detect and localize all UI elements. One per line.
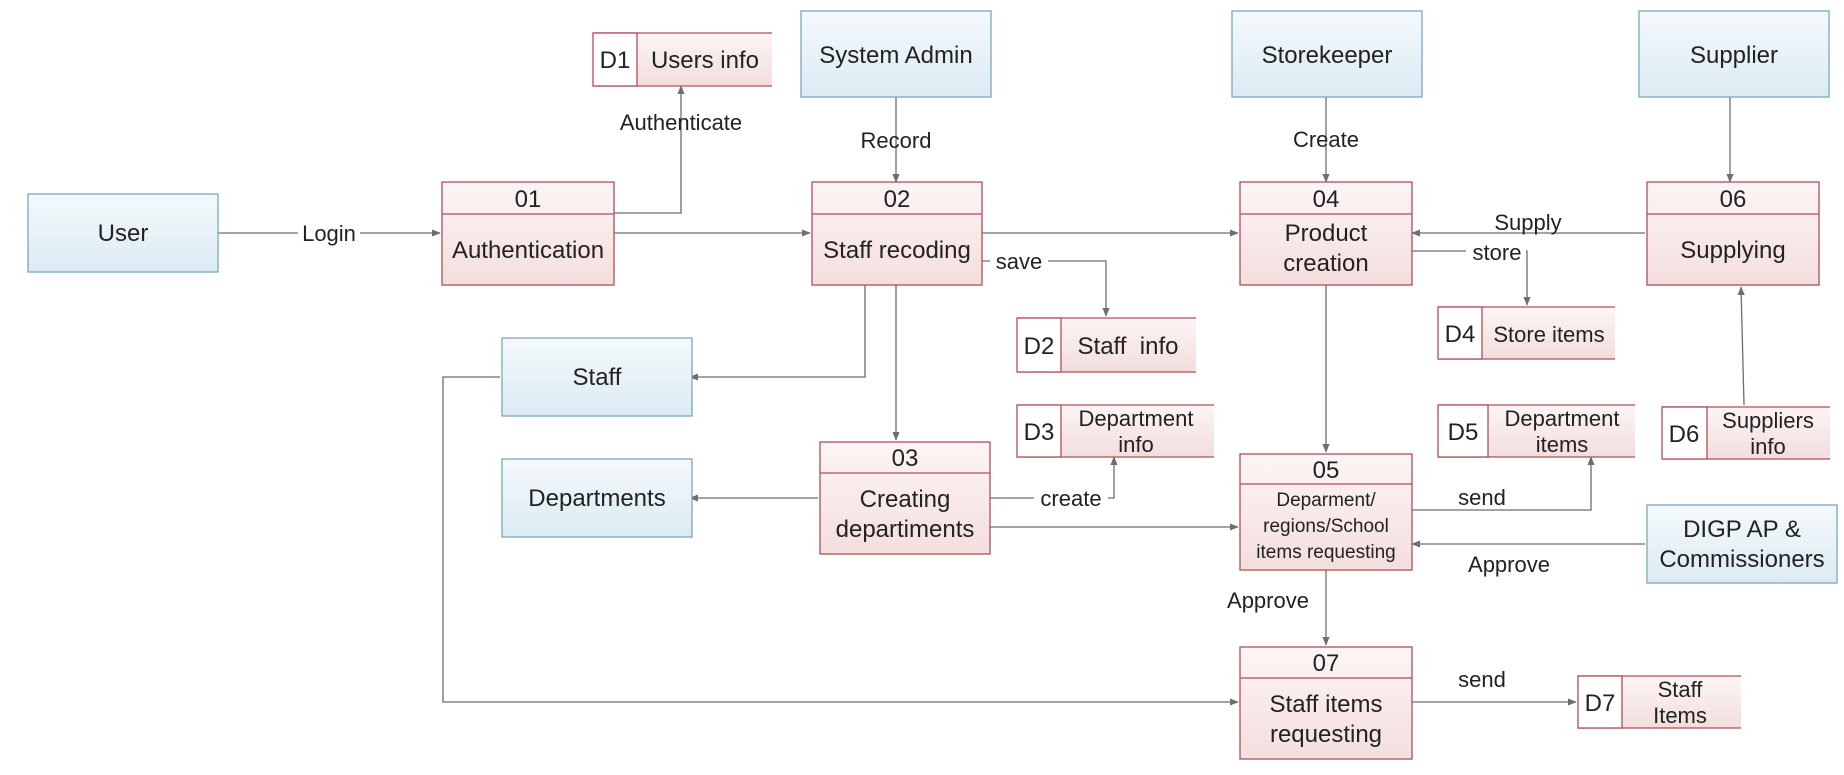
entity-supplier: Supplier — [1638, 10, 1830, 98]
entity-user: User — [27, 193, 219, 273]
flow-creating-departments-to-department-info — [990, 456, 1118, 499]
datastore-d7-staff-items: D7 Staff Items — [1577, 675, 1741, 729]
svg-text:Supplying: Supplying — [1680, 237, 1785, 264]
flow-staff-to-staff-items-requesting — [442, 376, 1239, 706]
svg-text:info: info — [1750, 434, 1785, 459]
svg-text:D3: D3 — [1024, 419, 1055, 446]
entity-storekeeper: Storekeeper — [1231, 10, 1423, 98]
svg-text:Staff: Staff — [1658, 677, 1704, 702]
flow-label-approve: Approve — [1227, 588, 1309, 613]
flow-label-supply: Supply — [1494, 210, 1561, 235]
svg-text:Department: Department — [1505, 406, 1620, 431]
datastore-d2-staff-info: D2 Staff info — [1016, 317, 1196, 373]
svg-text:creation: creation — [1283, 250, 1368, 277]
flow-authentication-to-users-info — [614, 85, 685, 214]
entity-staff: Staff — [501, 337, 693, 417]
svg-text:System Admin: System Admin — [819, 42, 972, 69]
flow-label-create-product: Create — [1293, 127, 1359, 152]
datastore-d4-store-items: D4 Store items — [1437, 306, 1615, 360]
flow-product-creation-to-store-items — [1412, 250, 1531, 306]
svg-text:D6: D6 — [1669, 421, 1700, 448]
svg-text:07: 07 — [1313, 650, 1340, 677]
datastore-d3-department-info: D3 Department info — [1016, 404, 1214, 458]
flow-label-authenticate: Authenticate — [620, 110, 742, 135]
flow-requesting-to-department-items — [1412, 456, 1595, 511]
entity-digp-commissioners: DIGP AP & Commissioners — [1646, 504, 1838, 584]
svg-text:items requesting: items requesting — [1256, 542, 1395, 563]
svg-text:User: User — [98, 220, 149, 247]
svg-text:Storekeeper: Storekeeper — [1262, 42, 1393, 69]
svg-text:Store items: Store items — [1493, 322, 1604, 347]
datastore-d1-users-info: D1 Users info — [592, 32, 772, 87]
svg-text:01: 01 — [515, 186, 542, 213]
svg-text:Staff recoding: Staff recoding — [823, 237, 971, 264]
flow-label-save: save — [996, 249, 1042, 274]
svg-text:04: 04 — [1313, 186, 1340, 213]
svg-text:Staff: Staff — [573, 364, 622, 391]
flows — [218, 85, 1745, 706]
svg-text:Creating: Creating — [860, 486, 951, 513]
svg-text:Product: Product — [1285, 220, 1368, 247]
svg-text:Supplier: Supplier — [1690, 42, 1778, 69]
svg-text:Staff items: Staff items — [1270, 691, 1383, 718]
svg-text:D1: D1 — [600, 47, 631, 74]
svg-text:D5: D5 — [1448, 419, 1479, 446]
svg-text:Users info: Users info — [651, 47, 759, 74]
flow-staff-recoding-to-staff — [689, 285, 866, 381]
flow-label-login: Login — [302, 221, 356, 246]
flow-suppliers-info-to-supplying — [1737, 286, 1745, 406]
flow-label-send-staff: send — [1458, 667, 1506, 692]
svg-text:regions/School: regions/School — [1263, 516, 1389, 537]
datastore-d5-department-items: D5 Department items — [1437, 404, 1635, 458]
flow-label-approve-digp: Approve — [1468, 552, 1550, 577]
flow-label-create-department: create — [1040, 486, 1101, 511]
svg-text:03: 03 — [892, 445, 919, 472]
svg-text:Commissioners: Commissioners — [1659, 546, 1824, 573]
svg-text:Department: Department — [1079, 406, 1194, 431]
svg-text:05: 05 — [1313, 457, 1340, 484]
svg-text:Deparment/: Deparment/ — [1276, 490, 1376, 511]
svg-text:06: 06 — [1720, 186, 1747, 213]
svg-text:departiments: departiments — [836, 516, 975, 543]
svg-text:02: 02 — [884, 186, 911, 213]
svg-text:Departments: Departments — [528, 485, 665, 512]
process-06-supplying: 06 Supplying — [1646, 181, 1820, 286]
svg-text:requesting: requesting — [1270, 721, 1382, 748]
process-01-authentication: 01 Authentication — [441, 181, 615, 286]
svg-text:info: info — [1118, 432, 1153, 457]
svg-text:Suppliers: Suppliers — [1722, 408, 1814, 433]
entity-departments: Departments — [501, 458, 693, 538]
flow-labels: Login Authenticate Record Create save Su… — [298, 110, 1562, 692]
svg-text:Items: Items — [1653, 703, 1707, 728]
datastore-d6-suppliers-info: D6 Suppliers info — [1661, 406, 1830, 460]
svg-text:D2: D2 — [1024, 333, 1055, 360]
process-02-staff-recoding: 02 Staff recoding — [811, 181, 983, 286]
process-04-product-creation: 04 Product creation — [1239, 181, 1413, 286]
svg-text:D7: D7 — [1585, 690, 1616, 717]
svg-text:Authentication: Authentication — [452, 237, 604, 264]
flow-label-store: store — [1473, 240, 1522, 265]
svg-text:D4: D4 — [1445, 321, 1476, 348]
entity-system-admin: System Admin — [800, 10, 992, 98]
svg-text:DIGP AP &: DIGP AP & — [1683, 516, 1801, 543]
process-03-creating-departments: 03 Creating departiments — [819, 441, 991, 555]
svg-text:items: items — [1536, 432, 1589, 457]
process-05-department-requesting: 05 Deparment/ regions/School items reque… — [1239, 453, 1413, 571]
process-07-staff-items-requesting: 07 Staff items requesting — [1239, 646, 1413, 760]
flow-label-send-department: send — [1458, 485, 1506, 510]
flow-label-record: Record — [861, 128, 932, 153]
svg-text:Staff info: Staff info — [1078, 333, 1179, 360]
